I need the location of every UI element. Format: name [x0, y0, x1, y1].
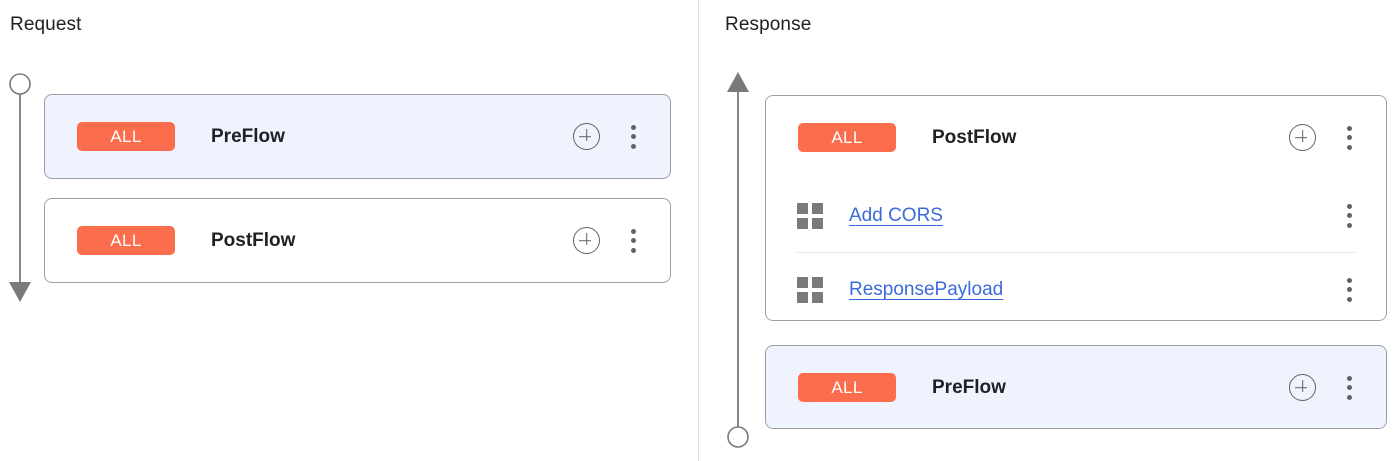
card-response-preflow[interactable]: ALL PreFlow: [765, 345, 1387, 429]
policy-row-divider: [797, 252, 1355, 253]
flow-row-request-preflow[interactable]: ALL PreFlow: [45, 95, 670, 178]
row-actions: [573, 95, 670, 178]
policy-link-add-cors[interactable]: Add CORS: [849, 204, 943, 226]
response-flow-arrow-up: [727, 72, 749, 448]
request-flow-arrow-down: [9, 73, 31, 302]
flow-row-response-postflow[interactable]: ALL PostFlow: [766, 96, 1386, 179]
flow-name-label: PreFlow: [932, 376, 1006, 398]
add-icon[interactable]: [1289, 124, 1316, 151]
add-icon[interactable]: [573, 227, 600, 254]
row-actions: [1338, 253, 1386, 326]
flow-row-request-postflow[interactable]: ALL PostFlow: [45, 199, 670, 282]
row-actions: [573, 199, 670, 282]
more-options-icon[interactable]: [622, 228, 644, 253]
method-badge: ALL: [798, 373, 896, 402]
add-icon[interactable]: [1289, 374, 1316, 401]
grid-icon: [797, 276, 823, 303]
row-actions: [1289, 346, 1386, 429]
more-options-icon[interactable]: [622, 124, 644, 149]
response-pane-title: Response: [725, 14, 812, 35]
more-options-icon[interactable]: [1338, 203, 1360, 228]
more-options-icon[interactable]: [1338, 375, 1360, 400]
card-request-postflow[interactable]: ALL PostFlow: [44, 198, 671, 283]
flow-name-label: PreFlow: [211, 125, 285, 147]
row-actions: [1338, 179, 1386, 252]
pane-divider: [698, 0, 699, 461]
method-badge: ALL: [77, 122, 175, 151]
add-icon[interactable]: [573, 123, 600, 150]
method-badge: ALL: [798, 123, 896, 152]
flow-row-response-preflow[interactable]: ALL PreFlow: [766, 346, 1386, 429]
policy-row-add-cors[interactable]: Add CORS: [766, 179, 1386, 252]
more-options-icon[interactable]: [1338, 277, 1360, 302]
request-pane-title: Request: [10, 14, 82, 35]
policy-row-response-payload[interactable]: ResponsePayload: [766, 253, 1386, 326]
grid-icon: [797, 202, 823, 229]
flow-name-label: PostFlow: [932, 126, 1017, 148]
method-badge: ALL: [77, 226, 175, 255]
card-request-preflow[interactable]: ALL PreFlow: [44, 94, 671, 179]
flow-name-label: PostFlow: [211, 229, 296, 251]
more-options-icon[interactable]: [1338, 125, 1360, 150]
policy-link-response-payload[interactable]: ResponsePayload: [849, 278, 1004, 300]
row-actions: [1289, 96, 1386, 179]
card-response-postflow[interactable]: ALL PostFlow Add CORS: [765, 95, 1387, 321]
